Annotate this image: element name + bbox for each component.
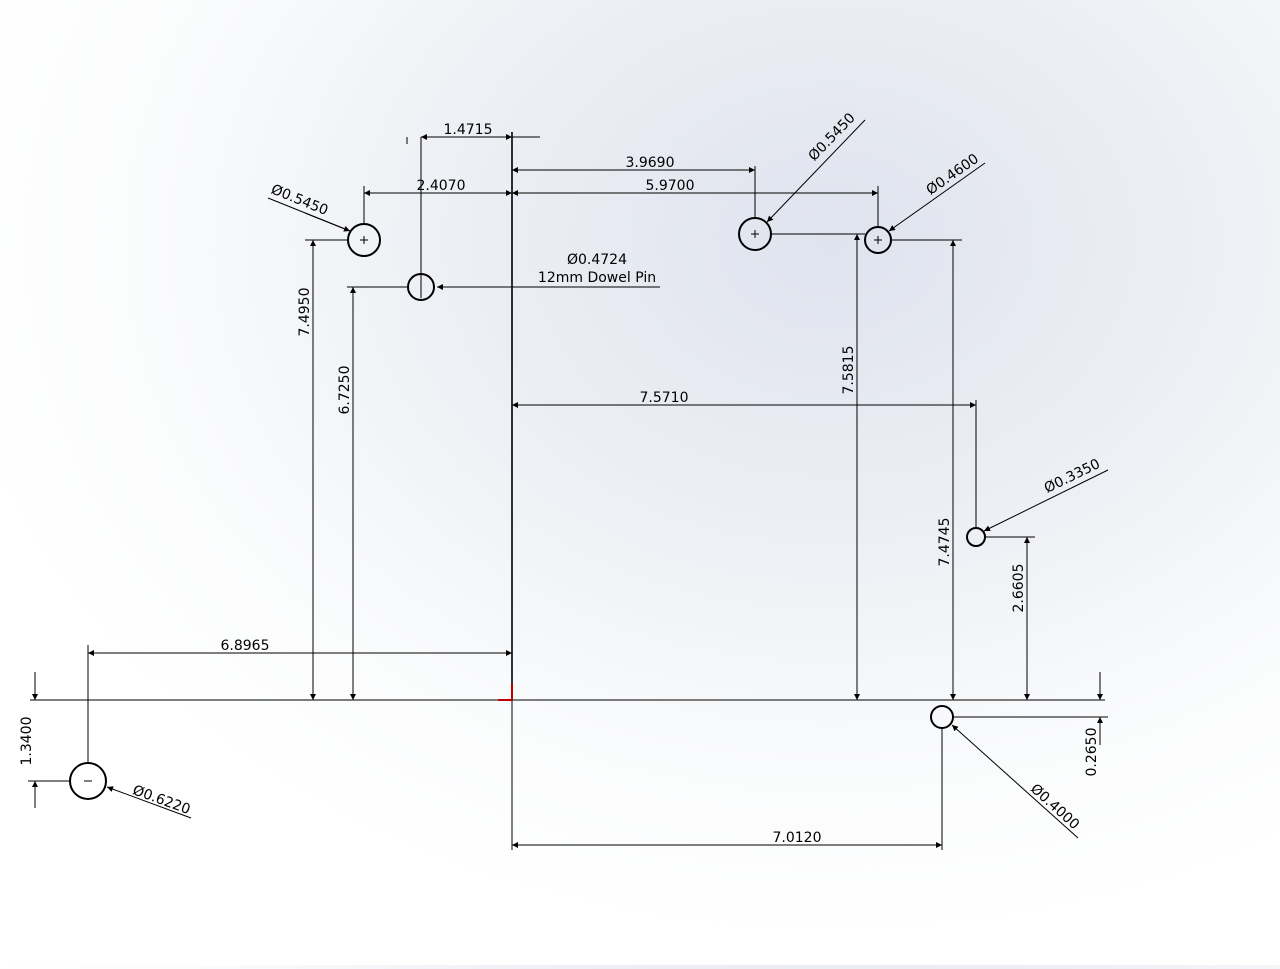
origin-marker bbox=[498, 684, 513, 701]
callout-top-mid: Ø0.5450 bbox=[806, 110, 859, 164]
dim-6-7250: 6.7250 bbox=[337, 366, 353, 415]
dim-7-5710: 7.5710 bbox=[640, 390, 689, 406]
callout-dowel-diameter: Ø0.4724 bbox=[567, 252, 627, 268]
dim-7-5815: 7.5815 bbox=[841, 346, 857, 395]
dim-3-9690: 3.9690 bbox=[626, 155, 675, 171]
dim-7-4950: 7.4950 bbox=[297, 288, 313, 337]
dim-2-4070: 2.4070 bbox=[417, 178, 466, 194]
callout-right-mid: Ø0.3350 bbox=[1042, 456, 1103, 497]
dim-5-9700: 5.9700 bbox=[646, 178, 695, 194]
dim-2-6605: 2.6605 bbox=[1011, 564, 1027, 613]
hole-bottom-right bbox=[930, 705, 954, 729]
dim-1-4715: 1.4715 bbox=[444, 122, 493, 138]
callout-top-left: Ø0.5450 bbox=[269, 182, 331, 219]
center-marks bbox=[84, 230, 882, 782]
callout-bottom-right: Ø0.4000 bbox=[1027, 781, 1082, 833]
callout-top-right: Ø0.4600 bbox=[924, 151, 982, 199]
dim-0-2650: 0.2650 bbox=[1084, 728, 1100, 777]
extension-lines bbox=[28, 136, 1108, 850]
leader-lines bbox=[106, 119, 1109, 839]
hole-right-mid bbox=[966, 527, 986, 547]
dim-1-3400: 1.3400 bbox=[19, 717, 35, 766]
dimension-lines bbox=[32, 134, 1103, 848]
callout-dowel-note: 12mm Dowel Pin bbox=[538, 270, 656, 286]
dim-7-0120: 7.0120 bbox=[773, 830, 822, 846]
dim-6-8965: 6.8965 bbox=[221, 638, 270, 654]
dim-7-4745: 7.4745 bbox=[937, 518, 953, 567]
callout-bottom-left: Ø0.6220 bbox=[130, 782, 192, 818]
